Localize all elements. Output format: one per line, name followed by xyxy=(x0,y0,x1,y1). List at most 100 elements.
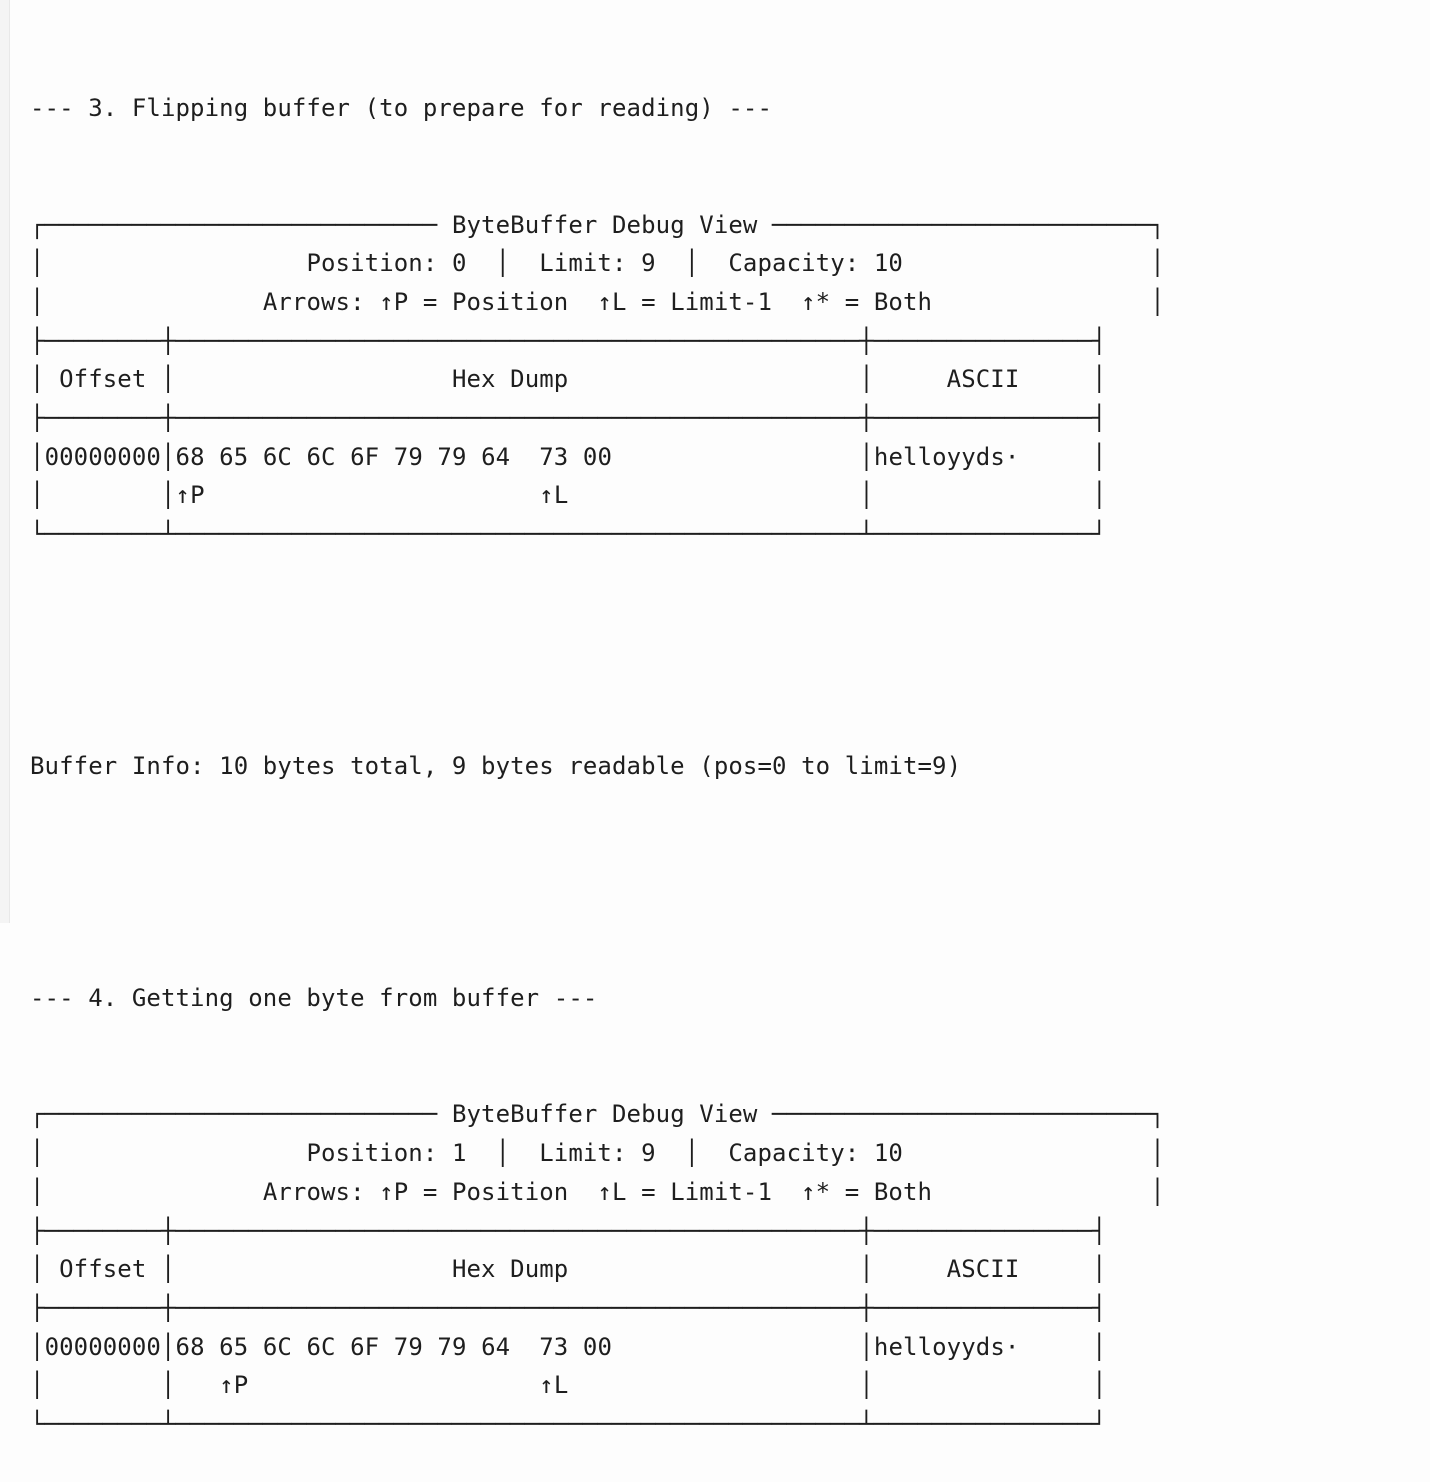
bytebuffer-debug-view-1-arrows-legend-row: │ Arrows: ↑P = Position ↑L = Limit-1 ↑* … xyxy=(30,283,1165,322)
bytebuffer-debug-view-2-arrow-markers-row: │ │ ↑P ↑L │ │ xyxy=(30,1366,1165,1405)
offset-value: 00000000 xyxy=(45,1333,161,1361)
padding xyxy=(612,1333,859,1361)
bytebuffer-debug-view-1-table-bottom-border: └────────┴──────────────────────────────… xyxy=(30,515,1165,554)
padding xyxy=(176,1255,452,1283)
blank-line xyxy=(30,863,1165,902)
table-border: │ xyxy=(30,1333,45,1361)
position-arrow: ↑P xyxy=(219,1371,248,1399)
limit-arrow: ↑L xyxy=(539,481,568,509)
box-corner-top-left: ┌ xyxy=(30,1100,45,1128)
stats-text: Position: 0 │ Limit: 9 │ Capacity: 10 xyxy=(306,249,903,277)
bytebuffer-debug-view-1-data-row: │00000000│68 65 6C 6C 6F 79 79 64 73 00 … xyxy=(30,438,1165,477)
table-border: │ xyxy=(146,365,175,393)
padding xyxy=(1019,1333,1092,1361)
view-title: ByteBuffer Debug View xyxy=(452,211,758,239)
table-border: │ xyxy=(1092,443,1107,471)
bytebuffer-debug-view-1-stats-row: │ Position: 0 │ Limit: 9 │ Capacity: 10 … xyxy=(30,244,1165,283)
padding xyxy=(248,1371,539,1399)
box-border: │ xyxy=(1150,249,1165,277)
box-corner-top-right: ┐ xyxy=(1150,211,1165,239)
hex-values: 68 65 6C 6C 6F 79 79 64 73 00 xyxy=(176,1333,612,1361)
table-border: │ xyxy=(30,1371,45,1399)
table-border: └────────┴──────────────────────────────… xyxy=(30,520,1107,548)
bytebuffer-debug-view-1-table-top-border: ├────────┼──────────────────────────────… xyxy=(30,322,1165,361)
padding xyxy=(45,1371,161,1399)
bytebuffer-debug-view-2-arrows-legend-row: │ Arrows: ↑P = Position ↑L = Limit-1 ↑* … xyxy=(30,1173,1165,1212)
table-border: │ xyxy=(146,1255,175,1283)
box-border: ────────────────────────── xyxy=(758,1100,1151,1128)
bytebuffer-debug-view-2-table-header-row: │ Offset │ Hex Dump │ ASCII │ xyxy=(30,1250,1165,1289)
box-border: │ xyxy=(30,1178,45,1206)
table-border: │ xyxy=(859,1333,874,1361)
table-border: │ xyxy=(859,365,874,393)
table-border: │ xyxy=(859,1371,874,1399)
bytebuffer-debug-view-1-table-header-separator: ├────────┼──────────────────────────────… xyxy=(30,399,1165,438)
ascii-values: helloyyds· xyxy=(874,1333,1020,1361)
table-border: │ xyxy=(30,365,59,393)
bytebuffer-debug-view-2-data-row: │00000000│68 65 6C 6C 6F 79 79 64 73 00 … xyxy=(30,1328,1165,1367)
arrows-legend: Arrows: ↑P = Position ↑L = Limit-1 ↑* = … xyxy=(263,288,932,316)
bytebuffer-debug-view-1-table-header-row: │ Offset │ Hex Dump │ ASCII │ xyxy=(30,360,1165,399)
bytebuffer-debug-view-2-table-bottom-border: └────────┴──────────────────────────────… xyxy=(30,1405,1165,1444)
padding xyxy=(874,1255,947,1283)
table-border: ├────────┼──────────────────────────────… xyxy=(30,327,1107,355)
table-border: │ xyxy=(859,1255,874,1283)
padding xyxy=(568,481,859,509)
ascii-values: helloyyds· xyxy=(874,443,1020,471)
table-border: │ xyxy=(859,481,874,509)
padding xyxy=(903,249,1150,277)
box-border: ────────────────────────── xyxy=(758,211,1151,239)
table-border: │ xyxy=(1092,1371,1107,1399)
padding xyxy=(568,1255,859,1283)
padding xyxy=(1019,365,1092,393)
table-border: │ xyxy=(161,443,176,471)
bytebuffer-debug-view-2-table-header-separator: ├────────┼──────────────────────────────… xyxy=(30,1289,1165,1328)
section-3-title: --- 3. Flipping buffer (to prepare for r… xyxy=(30,89,1165,128)
position-arrow: ↑P xyxy=(176,481,205,509)
table-border: │ xyxy=(161,1333,176,1361)
box-border: ─────────────────────────── xyxy=(45,211,452,239)
table-border: ├────────┼──────────────────────────────… xyxy=(30,404,1107,432)
padding xyxy=(903,1139,1150,1167)
box-border: │ xyxy=(30,249,45,277)
padding xyxy=(932,288,1150,316)
table-border: ├────────┼──────────────────────────────… xyxy=(30,1217,1107,1245)
table-border: │ xyxy=(30,443,45,471)
box-border: │ xyxy=(1150,1139,1165,1167)
padding xyxy=(874,365,947,393)
padding xyxy=(874,1371,1092,1399)
box-border: │ xyxy=(1150,288,1165,316)
padding xyxy=(45,481,161,509)
padding xyxy=(932,1178,1150,1206)
table-border: │ xyxy=(1092,365,1107,393)
padding xyxy=(568,1371,859,1399)
bytebuffer-debug-view-2-stats-row: │ Position: 1 │ Limit: 9 │ Capacity: 10 … xyxy=(30,1134,1165,1173)
table-border: │ xyxy=(30,1255,59,1283)
table-border: │ xyxy=(1092,1333,1107,1361)
padding xyxy=(45,249,307,277)
hex-values: 68 65 6C 6C 6F 79 79 64 73 00 xyxy=(176,443,612,471)
padding xyxy=(45,288,263,316)
padding xyxy=(176,365,452,393)
limit-arrow: ↑L xyxy=(539,1371,568,1399)
offset-column-header: Offset xyxy=(59,1255,146,1283)
table-border: │ xyxy=(1092,1255,1107,1283)
bytebuffer-debug-view-1-box-top-border: ┌─────────────────────────── ByteBuffer … xyxy=(30,206,1165,245)
blank-line xyxy=(30,631,1165,670)
bytebuffer-debug-view-2-table-top-border: ├────────┼──────────────────────────────… xyxy=(30,1212,1165,1251)
table-border: │ xyxy=(30,481,45,509)
ascii-column-header: ASCII xyxy=(947,1255,1020,1283)
section-4-title: --- 4. Getting one byte from buffer --- xyxy=(30,979,1165,1018)
buffer-info-line: Buffer Info: 10 bytes total, 9 bytes rea… xyxy=(30,747,1165,786)
bytebuffer-debug-view-2: ┌─────────────────────────── ByteBuffer … xyxy=(30,1095,1165,1443)
offset-value: 00000000 xyxy=(45,443,161,471)
box-corner-top-right: ┐ xyxy=(1150,1100,1165,1128)
bytebuffer-debug-view-2-box-top-border: ┌─────────────────────────── ByteBuffer … xyxy=(30,1095,1165,1134)
bytebuffer-debug-view-1-arrow-markers-row: │ │↑P ↑L │ │ xyxy=(30,476,1165,515)
ascii-column-header: ASCII xyxy=(947,365,1020,393)
padding xyxy=(874,481,1092,509)
padding xyxy=(176,1371,220,1399)
table-border: │ xyxy=(859,443,874,471)
box-corner-top-left: ┌ xyxy=(30,211,45,239)
bytebuffer-debug-view-1: ┌─────────────────────────── ByteBuffer … xyxy=(30,206,1165,554)
